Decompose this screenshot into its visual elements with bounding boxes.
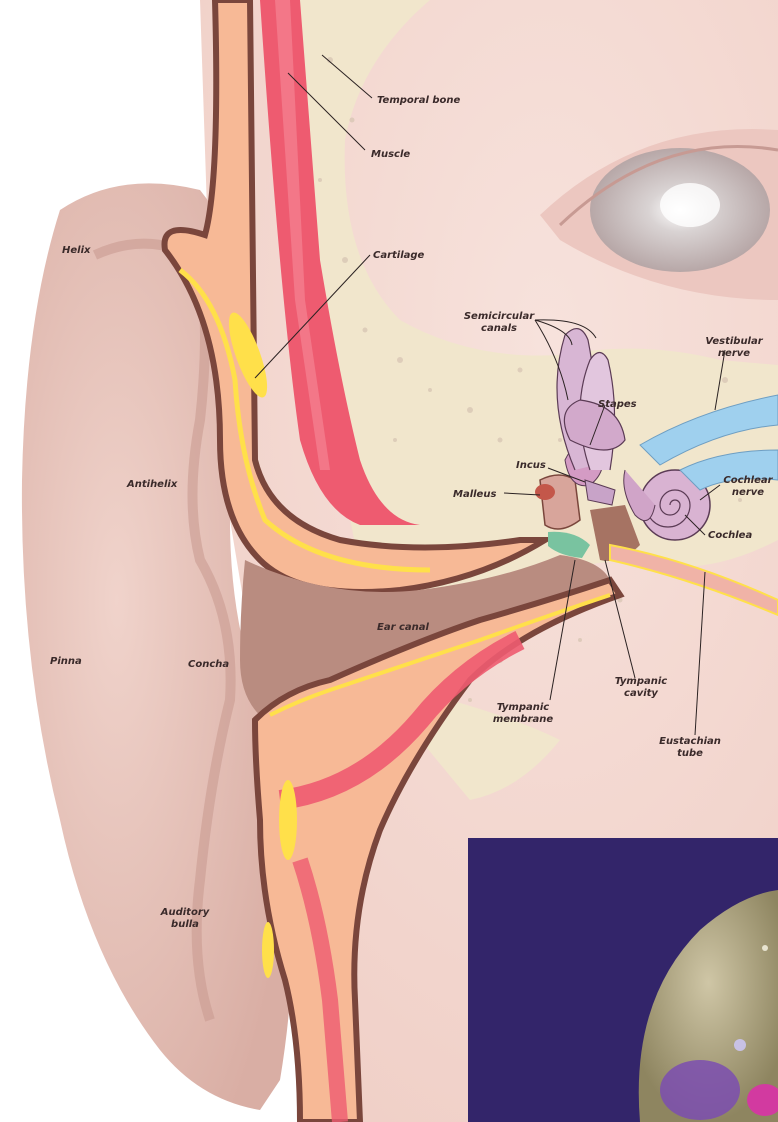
label-cochlear-nerve-2: nerve: [732, 487, 764, 498]
label-stapes: Stapes: [598, 399, 637, 410]
label-eustachian-tube-1: Eustachian: [659, 736, 721, 747]
label-auditory-bulla-1: Auditory: [160, 907, 210, 918]
label-auditory-bulla-2: bulla: [171, 919, 199, 930]
label-antihelix: Antihelix: [126, 479, 178, 490]
label-eustachian-tube-2: tube: [677, 748, 703, 759]
label-tympanic-cavity-2: cavity: [624, 688, 658, 699]
inset-skull-render: [468, 838, 778, 1122]
label-tympanic-membrane-2: membrane: [493, 714, 554, 725]
label-pinna: Pinna: [50, 656, 82, 667]
label-incus: Incus: [516, 460, 546, 471]
label-concha: Concha: [188, 659, 229, 670]
label-semicircular-canals-1: Semicircular: [464, 311, 535, 322]
label-semicircular-canals-2: canals: [481, 323, 517, 334]
label-tympanic-cavity-1: Tympanic: [615, 676, 668, 687]
label-ear-canal: Ear canal: [377, 622, 430, 633]
label-vestibular-nerve-2: nerve: [718, 348, 750, 359]
label-cochlear-nerve-1: Cochlear: [723, 475, 773, 486]
label-helix: Helix: [62, 245, 91, 256]
label-malleus: Malleus: [453, 489, 496, 500]
label-cartilage: Cartilage: [373, 250, 425, 261]
label-temporal-bone: Temporal bone: [377, 95, 460, 106]
label-muscle: Muscle: [371, 149, 410, 160]
label-cochlea: Cochlea: [708, 530, 752, 541]
label-vestibular-nerve-1: Vestibular: [705, 336, 763, 347]
label-tympanic-membrane-1: Tympanic: [497, 702, 550, 713]
